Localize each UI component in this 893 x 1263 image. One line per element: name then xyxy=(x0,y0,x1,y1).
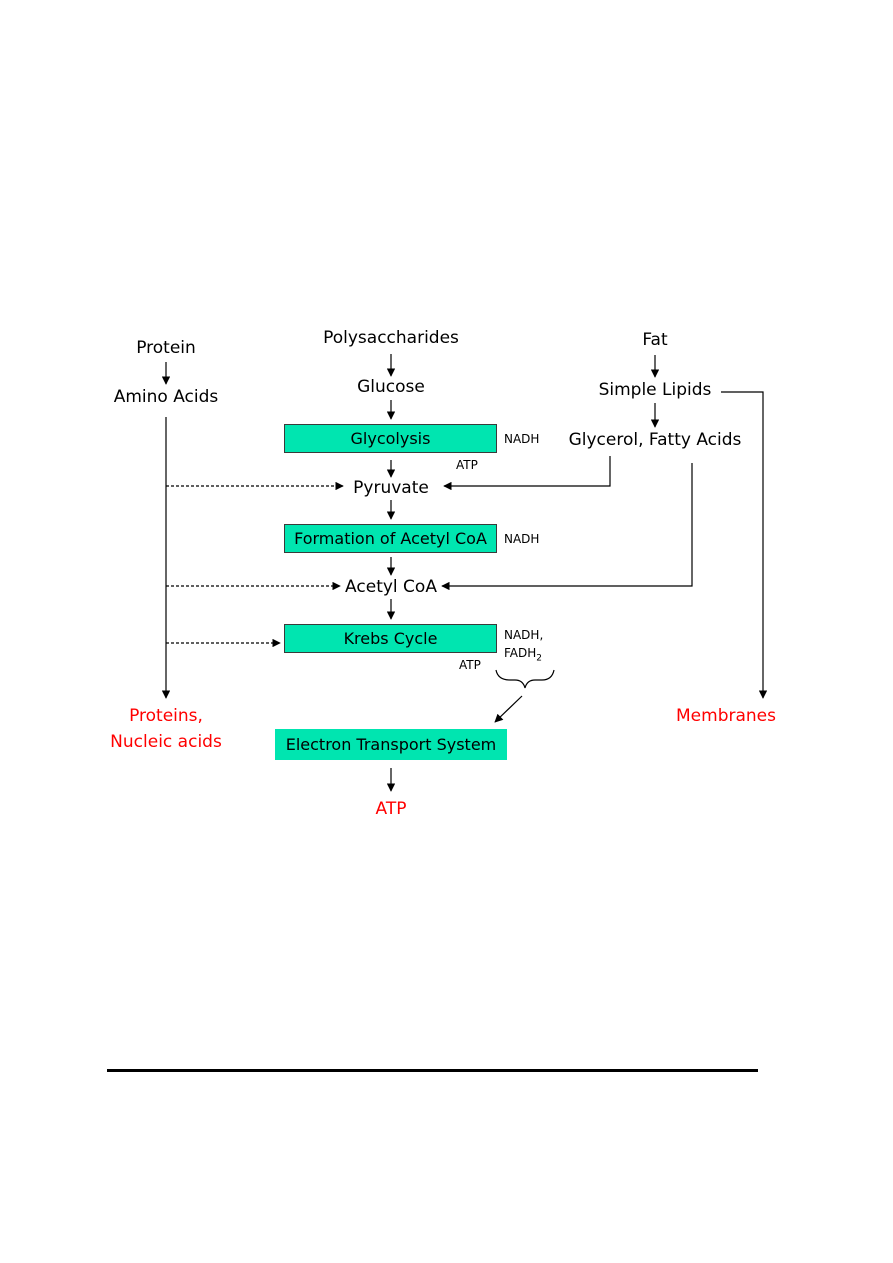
arrow-glycerol-pyruvate xyxy=(443,456,611,491)
process-glycolysis: Glycolysis xyxy=(284,424,497,453)
process-formation-acetyl-coa: Formation of Acetyl CoA xyxy=(284,524,497,553)
krebs-fadh-base: FADH xyxy=(504,646,537,660)
label-pyruvate: Pyruvate xyxy=(353,478,429,498)
krebs-nadh: NADH, xyxy=(504,628,544,642)
label-amino-acids: Amino Acids xyxy=(113,387,219,407)
label-glucose: Glucose xyxy=(357,377,425,397)
process-krebs-cycle: Krebs Cycle xyxy=(284,624,497,653)
label-simple-lipids: Simple Lipids xyxy=(598,380,712,400)
glycolysis-nadh: NADH xyxy=(504,432,540,446)
acetyl-nadh: NADH xyxy=(504,532,540,546)
process-electron-transport: Electron Transport System xyxy=(275,729,507,760)
label-atp-output: ATP xyxy=(375,799,407,819)
horizontal-rule xyxy=(107,1069,758,1072)
krebs-atp: ATP xyxy=(459,658,481,672)
process-glycolysis-label: Glycolysis xyxy=(350,429,431,448)
label-proteins: Proteins, xyxy=(129,706,203,726)
label-nucleic-acids: Nucleic acids xyxy=(110,732,222,752)
glycolysis-atp: ATP xyxy=(456,458,478,472)
arrow-brace-ets xyxy=(494,695,523,723)
label-polysaccharides: Polysaccharides xyxy=(323,328,459,348)
process-formation-acetyl-coa-label: Formation of Acetyl CoA xyxy=(294,529,487,548)
process-krebs-cycle-label: Krebs Cycle xyxy=(343,629,438,648)
krebs-fadh-sub: 2 xyxy=(536,653,543,664)
krebs-fadh2: FADH2 xyxy=(504,646,542,666)
label-fat: Fat xyxy=(642,330,668,350)
label-protein: Protein xyxy=(136,338,196,358)
arrow-lipids-membranes xyxy=(721,391,768,699)
label-glycerol-fatty-acids: Glycerol, Fatty Acids xyxy=(568,430,742,450)
label-membranes: Membranes xyxy=(676,706,776,726)
label-acetyl-coa: Acetyl CoA xyxy=(345,577,437,597)
brace-nadh-fadh xyxy=(495,669,555,689)
arrow-fatty-acetyl xyxy=(441,463,693,591)
process-electron-transport-label: Electron Transport System xyxy=(285,735,497,754)
